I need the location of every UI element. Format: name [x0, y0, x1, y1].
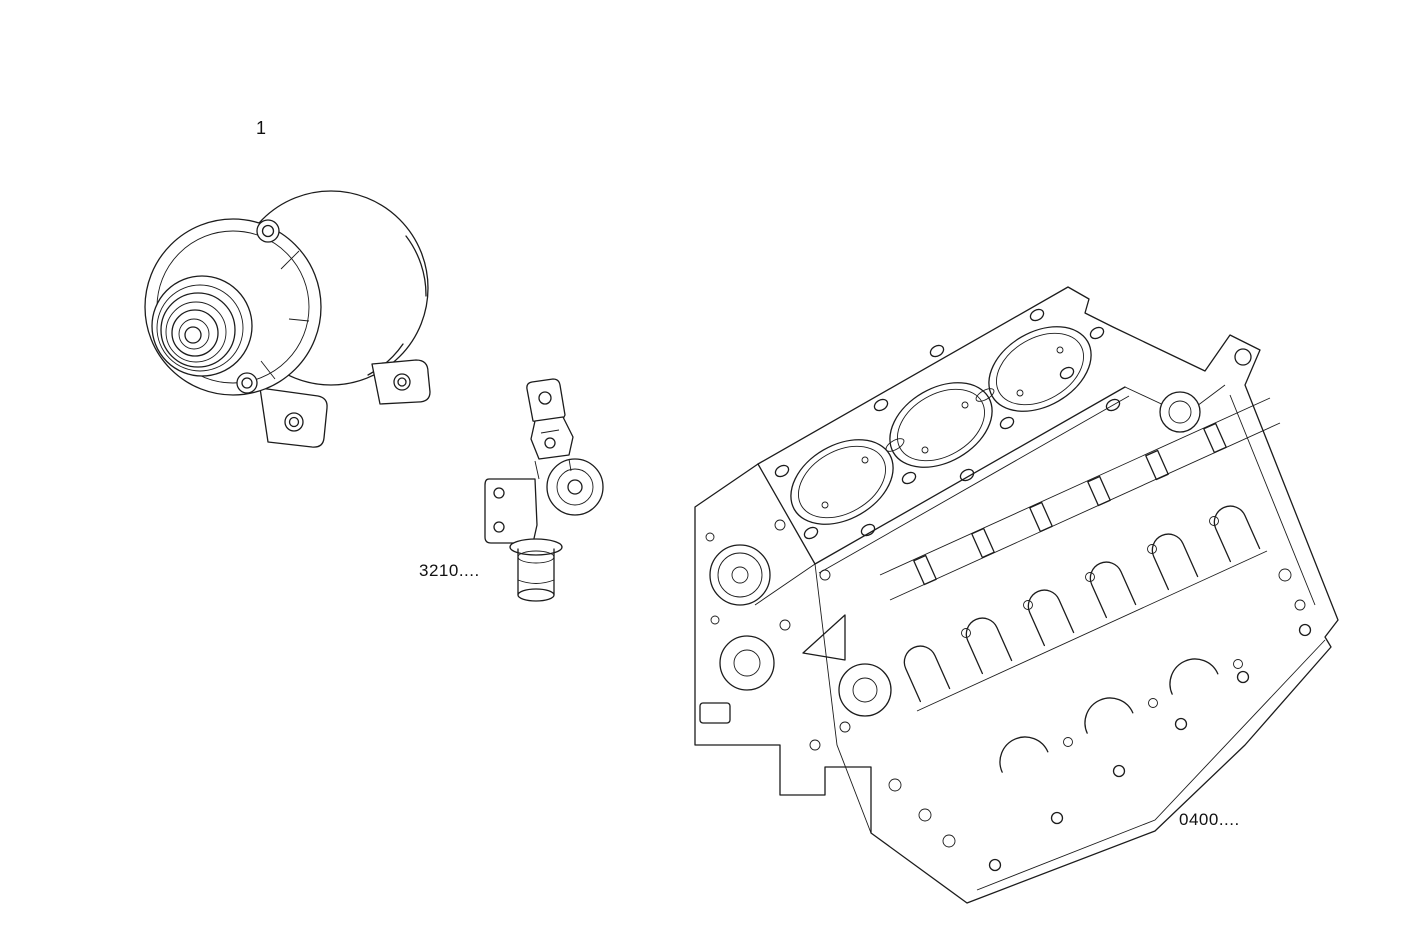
water-connection-drawing: [484, 378, 604, 602]
water-connection-body: [484, 378, 604, 602]
engine-block-deck: [757, 308, 1252, 574]
alternator-pulley: [151, 275, 253, 377]
engine-block-outline: [694, 286, 1339, 904]
engine-block-front-face: [699, 519, 956, 848]
ref-label-alternator[interactable]: 1: [256, 118, 267, 138]
ref-label-engine-block[interactable]: 0400....: [1179, 810, 1240, 829]
engine-block-side-face: [879, 394, 1326, 891]
engine-block-drawing: [694, 286, 1339, 904]
alternator-drawing: [144, 190, 431, 448]
ref-label-water-connection[interactable]: 3210....: [419, 561, 480, 580]
